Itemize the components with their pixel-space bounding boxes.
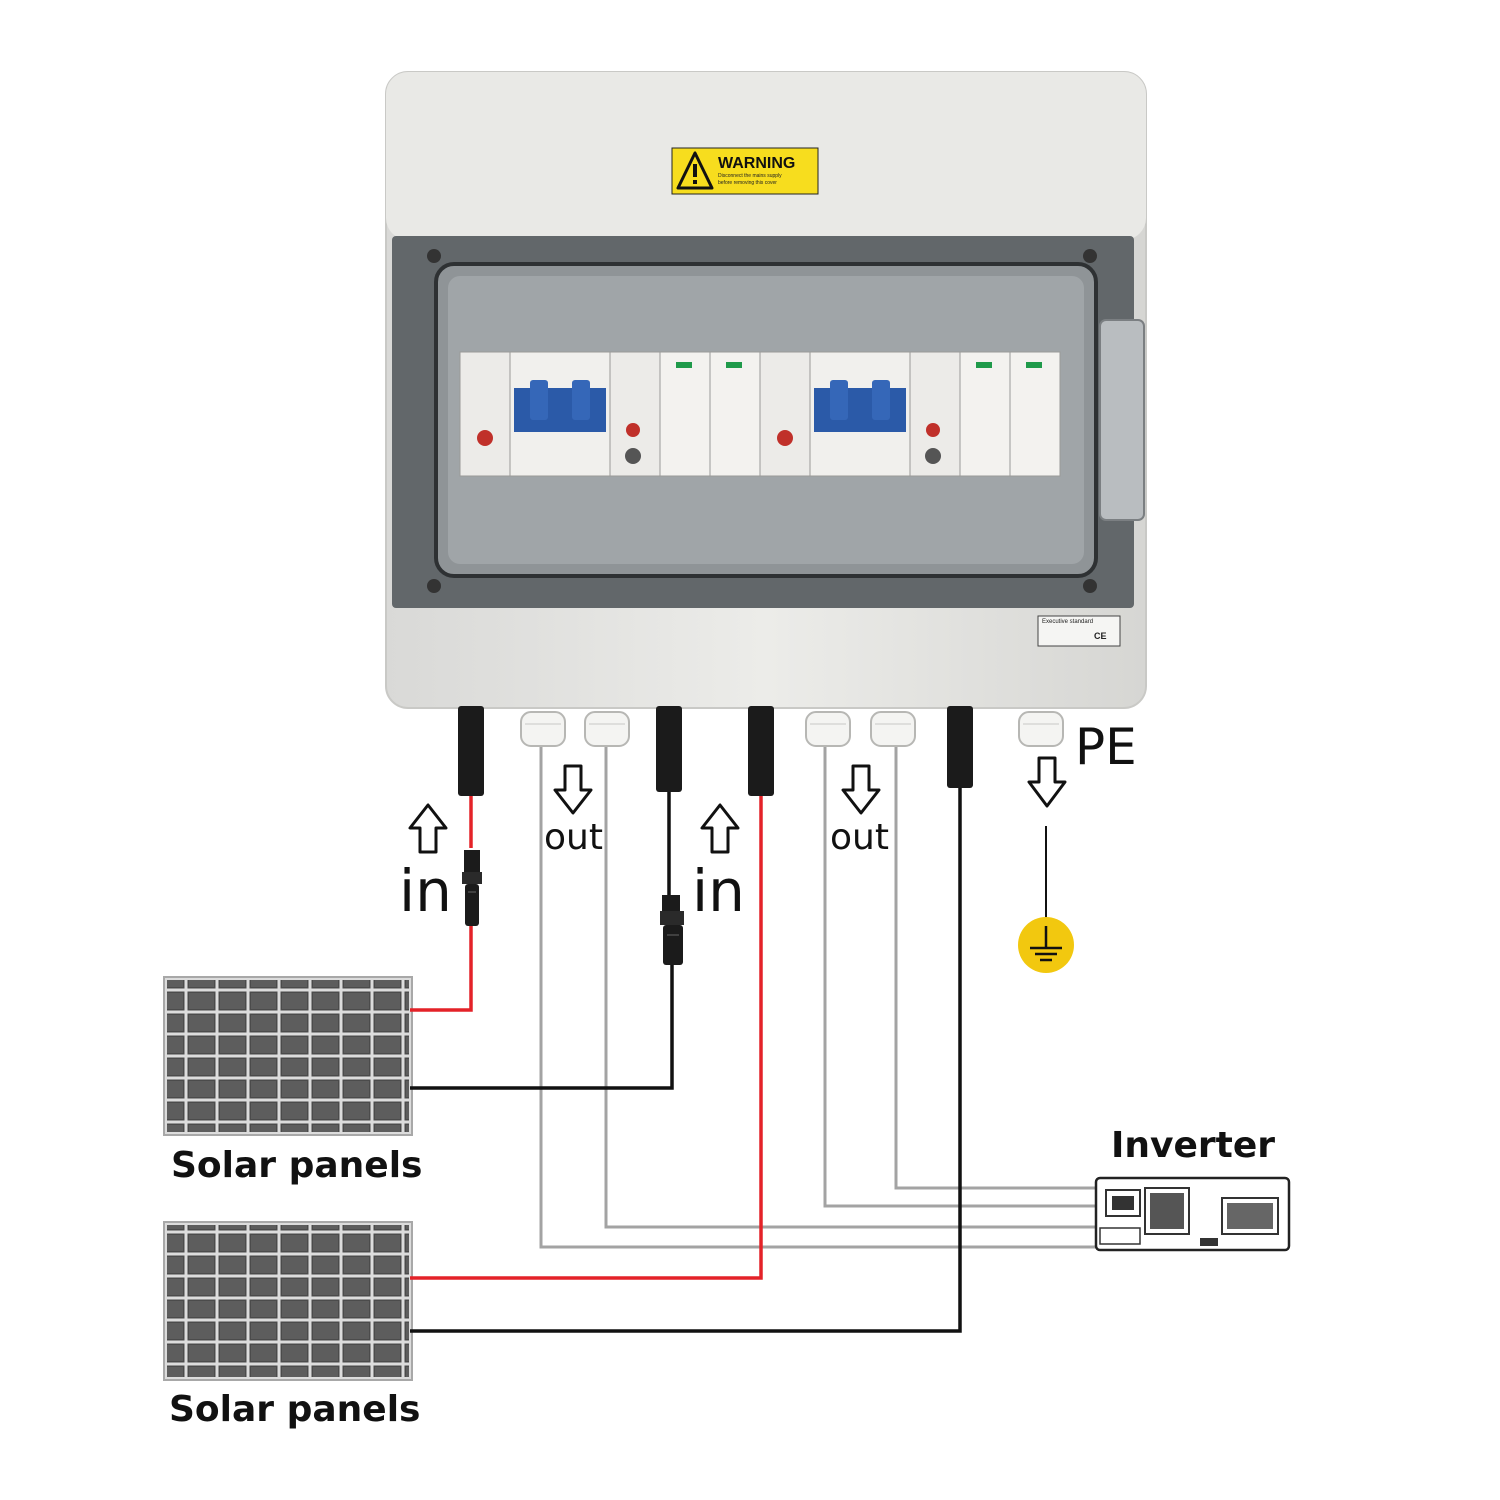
- breaker-module: [759, 351, 811, 477]
- mc4-connector: [748, 706, 774, 796]
- ground-connection: [1018, 826, 1074, 973]
- mc4-connector: [458, 706, 484, 796]
- label-in-left: in: [399, 857, 452, 925]
- cable-gland: [1018, 711, 1064, 747]
- black-wire-1b: [410, 965, 674, 1090]
- ce-mark: CE: [1094, 631, 1107, 641]
- arrow-down-icon: [841, 764, 881, 815]
- black-wire-2: [410, 788, 962, 1333]
- surge-module: [1009, 351, 1061, 477]
- arrow-up-icon: [700, 803, 740, 854]
- bottom-connectors: [458, 706, 1064, 796]
- label-out-left: out: [544, 817, 603, 858]
- combiner-box: [385, 71, 1147, 709]
- warning-title: WARNING: [718, 155, 796, 172]
- arrow-down-icon: [1027, 756, 1067, 808]
- arrow-down-icon: [553, 764, 593, 815]
- inline-mc4-1: [462, 850, 482, 926]
- out-wire-2: [604, 745, 1100, 1229]
- surge-module: [959, 351, 1011, 477]
- label-solar-panels-top: Solar panels: [171, 1145, 423, 1186]
- standard-label: [1037, 615, 1121, 647]
- warning-line-1: Disconnect the mains supply: [718, 173, 782, 179]
- screw: [1083, 579, 1097, 593]
- dc-wires: [410, 788, 962, 1333]
- cable-gland: [584, 711, 630, 747]
- solar-panel-bottom: [163, 1221, 413, 1381]
- arrows: [408, 756, 1067, 854]
- breaker-toggle: [872, 380, 890, 420]
- arrow-up-icon: [408, 803, 448, 854]
- mc4-connector: [947, 706, 973, 788]
- screw: [427, 249, 441, 263]
- label-in-right: in: [692, 857, 745, 925]
- screw: [427, 579, 441, 593]
- breaker-modules: [459, 351, 1061, 477]
- breaker-toggle: [572, 380, 590, 420]
- window-hinge: [1099, 319, 1145, 521]
- cable-gland: [870, 711, 916, 747]
- warning-line-2: before removing this cover: [718, 180, 777, 186]
- red-wire-1b: [410, 926, 473, 1012]
- surge-module: [709, 351, 761, 477]
- label-pe: PE: [1075, 718, 1137, 776]
- out-wire-4: [894, 745, 1100, 1190]
- cable-gland: [520, 711, 566, 747]
- red-wire-2: [410, 796, 763, 1280]
- breaker-toggle: [530, 380, 548, 420]
- breaker-toggle: [830, 380, 848, 420]
- out-wire-1: [539, 745, 1100, 1249]
- surge-module: [659, 351, 711, 477]
- solar-panel-top: [163, 976, 413, 1136]
- inline-mc4-2: [660, 895, 684, 965]
- label-solar-panels-bottom: Solar panels: [169, 1389, 421, 1430]
- out-wire-3: [823, 745, 1100, 1208]
- label-inverter: Inverter: [1111, 1125, 1276, 1166]
- mc4-connector: [656, 706, 682, 792]
- label-out-right: out: [830, 817, 889, 858]
- cable-gland: [805, 711, 851, 747]
- standard-label-title: Executive standard: [1042, 619, 1094, 625]
- inverter-unit: [1094, 1176, 1291, 1252]
- screw: [1083, 249, 1097, 263]
- breaker-module: [459, 351, 511, 477]
- output-wires-gray: [539, 745, 1100, 1249]
